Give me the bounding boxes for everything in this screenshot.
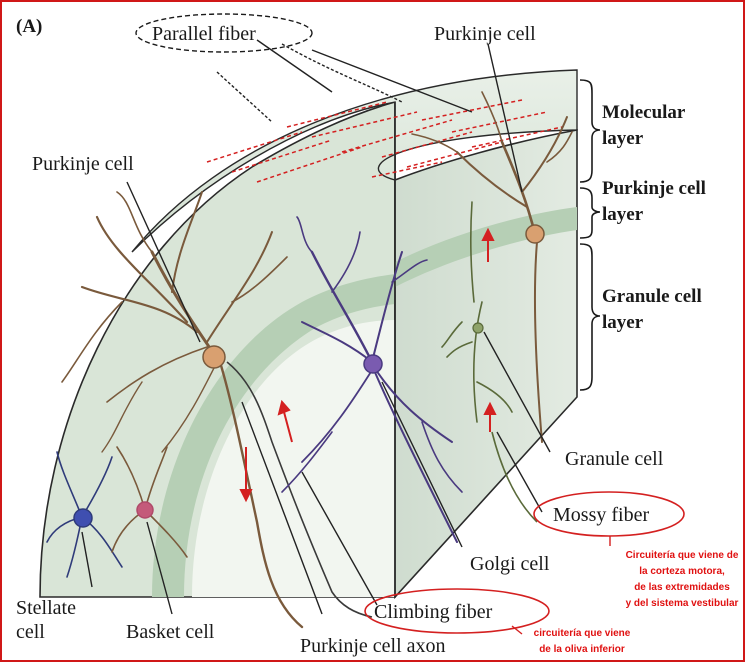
label-stellate-line1: Stellate: [16, 597, 76, 619]
label-purkinje-cell-left: Purkinje cell: [32, 153, 134, 175]
folium-block: [40, 70, 577, 597]
purkinje-soma-left: [203, 346, 225, 368]
label-parallel-fiber: Parallel fiber: [152, 23, 256, 45]
purkinje-soma-side: [526, 225, 544, 243]
label-basket-cell: Basket cell: [126, 621, 215, 643]
label-climbing-fiber: Climbing fiber: [374, 601, 493, 623]
golgi-soma: [364, 355, 382, 373]
label-granule-layer-line2: layer: [602, 312, 644, 333]
label-granule-layer-line1: Granule cell: [602, 286, 702, 307]
label-purkinje-cell-top: Purkinje cell: [434, 23, 536, 45]
label-stellate-line2: cell: [16, 621, 45, 643]
mossy-note-line2: la corteza motora,: [639, 566, 725, 577]
label-granule-cell: Granule cell: [565, 448, 664, 470]
granule-soma: [473, 323, 483, 333]
stellate-soma: [74, 509, 92, 527]
label-molecular-line1: Molecular: [602, 102, 686, 123]
label-purkinje-layer-line1: Purkinje cell: [602, 178, 706, 199]
mossy-note-line4: y del sistema vestibular: [626, 598, 739, 609]
label-golgi-cell: Golgi cell: [470, 553, 550, 575]
label-molecular-line2: layer: [602, 128, 644, 149]
climbing-note-line1: circuitería que viene: [534, 628, 631, 639]
basket-soma: [137, 502, 153, 518]
layer-brackets: [580, 80, 600, 390]
label-purkinje-layer-line2: layer: [602, 204, 644, 225]
climbing-note-line2: de la oliva inferior: [539, 644, 625, 655]
panel-label: (A): [16, 16, 42, 37]
mossy-note-line3: de las extremidades: [634, 582, 730, 593]
label-purkinje-cell-axon: Purkinje cell axon: [300, 635, 446, 657]
label-mossy-fiber: Mossy fiber: [553, 504, 649, 526]
mossy-note-line1: Circuitería que viene de: [626, 550, 739, 561]
